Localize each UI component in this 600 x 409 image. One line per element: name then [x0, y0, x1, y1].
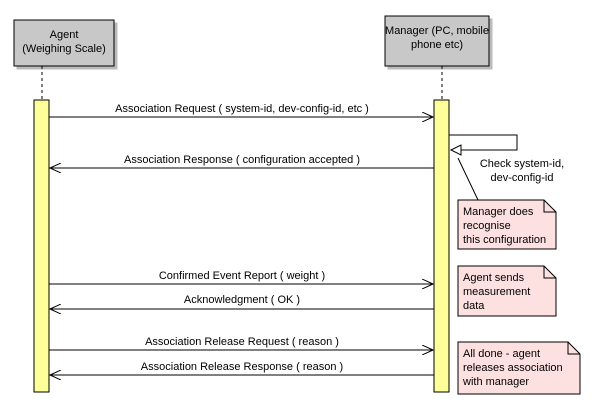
note-line: data: [463, 300, 485, 312]
message-association-release-request: Association Release Request ( reason ): [49, 336, 433, 350]
message-label: Association Request ( system-id, dev-con…: [115, 103, 369, 115]
agent-activation-bar: [33, 99, 50, 393]
self-call-check: Check system-id, dev-config-id: [449, 134, 564, 184]
message-acknowledgment: Acknowledgment ( OK ): [50, 294, 434, 309]
note-agent-sends-data: Agent sends measurement data: [457, 265, 557, 317]
manager-activation-bar: [433, 99, 450, 393]
self-call-label-line1: Check system-id,: [480, 158, 564, 170]
agent-participant: Agent (Weighing Scale): [13, 19, 115, 67]
message-association-release-response: Association Release Response ( reason ): [50, 361, 434, 375]
note-all-done: All done - agent releases association wi…: [457, 341, 581, 395]
message-label: Confirmed Event Report ( weight ): [159, 270, 325, 282]
message-association-response: Association Response ( configuration acc…: [50, 154, 434, 168]
message-association-request: Association Request ( system-id, dev-con…: [49, 103, 433, 117]
manager-title-line1: Manager (PC, mobile: [385, 25, 489, 37]
note-line: with manager: [462, 376, 529, 388]
note-connector: [457, 157, 479, 201]
message-label: Association Release Request ( reason ): [145, 336, 339, 348]
manager-participant: Manager (PC, mobile phone etc): [384, 15, 490, 67]
note-line: releases association: [463, 362, 563, 374]
note-line: measurement: [463, 286, 530, 298]
note-line: Agent sends: [463, 272, 525, 284]
agent-title-line1: Agent: [50, 29, 79, 41]
message-label: Acknowledgment ( OK ): [184, 294, 300, 306]
message-label: Association Response ( configuration acc…: [124, 154, 360, 166]
note-line: All done - agent: [463, 348, 540, 360]
message-label: Association Release Response ( reason ): [141, 361, 343, 373]
self-call-label-line2: dev-config-id: [491, 172, 554, 184]
note-recognise-configuration: Manager does recognise this configuratio…: [457, 199, 557, 250]
note-line: this configuration: [463, 234, 546, 246]
note-line: Manager does: [463, 206, 534, 218]
agent-title-line2: (Weighing Scale): [22, 43, 106, 55]
message-confirmed-event-report: Confirmed Event Report ( weight ): [49, 270, 433, 284]
note-line: recognise: [463, 220, 511, 232]
manager-title-line2: phone etc): [411, 39, 463, 51]
